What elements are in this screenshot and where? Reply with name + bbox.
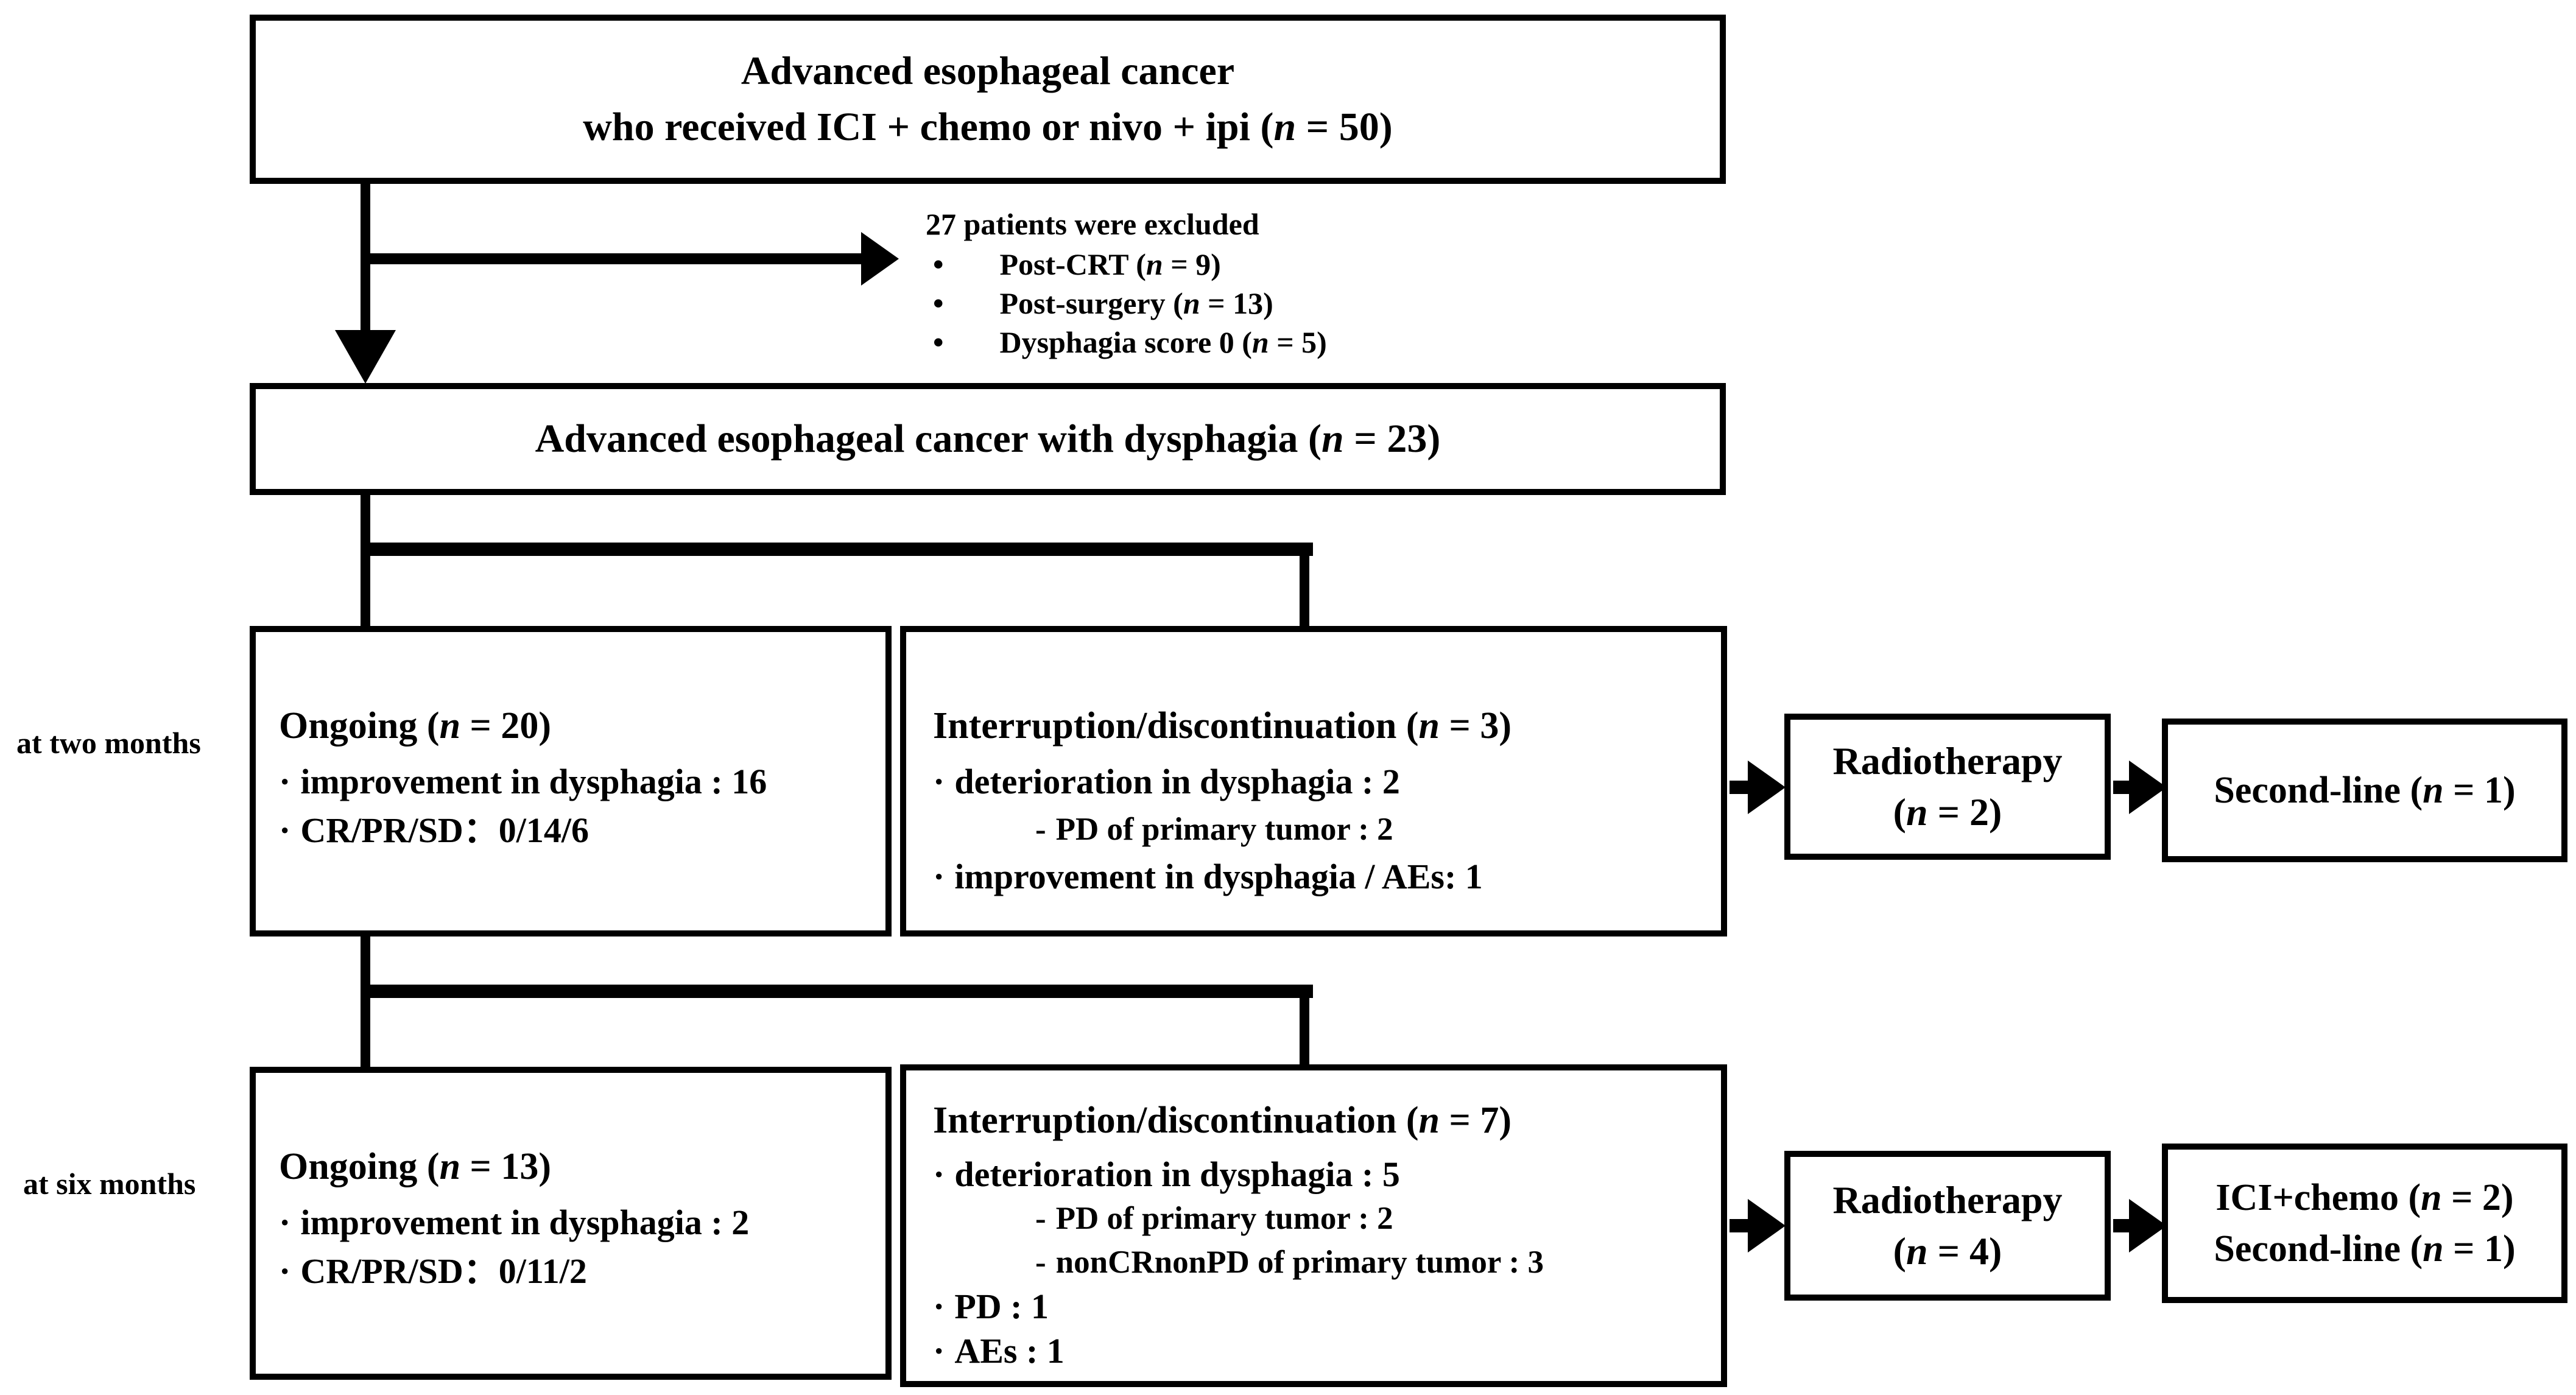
- connector-mid1-vertical: [361, 492, 370, 628]
- connector-mid2-vertical: [361, 934, 370, 1069]
- list-item-text: deterioration in dysphagia : 5: [954, 1154, 1400, 1194]
- enrollment-line2: who received ICI + chemo or nivo + ipi (…: [583, 105, 1393, 149]
- list-item-text: improvement in dysphagia : 2: [300, 1203, 750, 1242]
- ongoing-six-title: Ongoing (n = 13): [279, 1146, 552, 1187]
- dot-icon: ·: [279, 1203, 291, 1242]
- list-item-text: improvement in dysphagia / AEs: 1: [954, 857, 1483, 896]
- list-subitem-text: nonCRnonPD of primary tumor : 3: [1055, 1245, 1544, 1280]
- box-interruption-six-months: Interruption/discontinuation (n = 7) · d…: [900, 1064, 1727, 1387]
- list-item: · improvement in dysphagia : 2: [279, 1198, 871, 1247]
- excluded-heading: 27 patients were excluded: [926, 207, 1259, 241]
- box-radiotherapy-two-months: Radiotherapy (n = 2): [1784, 714, 2111, 860]
- list-subitem: - nonCRnonPD of primary tumor : 3: [933, 1240, 1709, 1284]
- radiotherapy-six-line1: Radiotherapy: [1832, 1178, 2063, 1221]
- dash-icon: -: [1035, 812, 1046, 847]
- box-second-line-two-months: Second-line (n = 1): [2162, 719, 2567, 862]
- box-radiotherapy-six-months: Radiotherapy (n = 4): [1784, 1151, 2111, 1301]
- dot-icon: ·: [933, 1287, 945, 1326]
- connector-branch2-horizontal: [361, 985, 1313, 998]
- dot-icon: ·: [279, 762, 291, 801]
- connector-branch1-horizontal: [361, 543, 1313, 556]
- list-subitem-text: PD of primary tumor : 2: [1055, 1201, 1393, 1236]
- box-ongoing-two-months: Ongoing (n = 20) · improvement in dyspha…: [250, 626, 892, 936]
- bullet-icon: •: [933, 325, 944, 359]
- bullet-icon: •: [933, 247, 944, 281]
- excluded-item-text: Post-surgery (n = 13): [999, 286, 1273, 320]
- list-subitem: - PD of primary tumor : 2: [933, 806, 1709, 852]
- bullet-icon: •: [933, 286, 944, 320]
- list-item-text: CR/PR/SD：0/14/6: [300, 810, 589, 850]
- excluded-item: • Post-CRT (n = 9): [926, 245, 1717, 284]
- dot-icon: ·: [279, 1251, 291, 1291]
- connector-branch1-drop: [1300, 543, 1309, 628]
- excluded-note: 27 patients were excluded • Post-CRT (n …: [926, 205, 1717, 362]
- list-item: · deterioration in dysphagia : 5: [933, 1152, 1709, 1196]
- list-item: · deterioration in dysphagia : 2: [933, 757, 1709, 806]
- list-item: · PD : 1: [933, 1284, 1709, 1329]
- dash-icon: -: [1035, 1201, 1046, 1236]
- arrowhead-right-icon: [1748, 1199, 1786, 1253]
- arrow-radio6-ici6-shaft: [2113, 1219, 2134, 1232]
- radiotherapy-two-line1: Radiotherapy: [1832, 739, 2063, 782]
- excluded-item-text: Post-CRT (n = 9): [999, 247, 1221, 281]
- list-item-text: PD : 1: [954, 1287, 1049, 1326]
- box-ongoing-six-months: Ongoing (n = 13) · improvement in dyspha…: [250, 1067, 892, 1380]
- list-item-text: deterioration in dysphagia : 2: [954, 762, 1400, 801]
- list-item: · AEs : 1: [933, 1329, 1709, 1373]
- interruption-two-title: Interruption/discontinuation (n = 3): [933, 705, 1511, 747]
- excluded-item: • Dysphagia score 0 (n = 5): [926, 323, 1717, 362]
- dot-icon: ·: [933, 1331, 945, 1371]
- label-at-six-months: at six months: [23, 1167, 196, 1201]
- box-ici-chemo-six-months: ICI+chemo (n = 2) Second-line (n = 1): [2162, 1144, 2567, 1303]
- box-dysphagia-cohort: Advanced esophageal cancer with dysphagi…: [250, 383, 1726, 495]
- connector-branch2-drop: [1300, 985, 1309, 1067]
- list-item-text: improvement in dysphagia : 16: [300, 762, 767, 801]
- list-item-text: AEs : 1: [954, 1331, 1065, 1371]
- list-subitem-text: PD of primary tumor : 2: [1055, 812, 1393, 847]
- arrowhead-right-icon: [2129, 761, 2167, 814]
- arrowhead-right-icon: [2129, 1199, 2167, 1253]
- box-enrollment: Advanced esophageal cancer who received …: [250, 15, 1726, 184]
- arrow-radio2-second2-shaft: [2113, 781, 2134, 794]
- ici-six-line1: ICI+chemo (n = 2): [2215, 1177, 2514, 1218]
- list-subitem: - PD of primary tumor : 2: [933, 1196, 1709, 1240]
- dot-icon: ·: [933, 1154, 945, 1194]
- dot-icon: ·: [933, 857, 945, 896]
- excluded-item-text: Dysphagia score 0 (n = 5): [999, 325, 1327, 359]
- list-item: · improvement in dysphagia / AEs: 1: [933, 852, 1709, 901]
- arrowhead-right-icon: [1748, 761, 1786, 814]
- radiotherapy-six-line2: (n = 4): [1893, 1229, 2002, 1273]
- dot-icon: ·: [279, 810, 291, 850]
- radiotherapy-two-line2: (n = 2): [1893, 790, 2002, 834]
- list-item-text: CR/PR/SD：0/11/2: [300, 1251, 587, 1291]
- label-at-two-months: at two months: [16, 726, 201, 760]
- arrowhead-down-icon: [335, 330, 396, 384]
- ici-six-line2: Second-line (n = 1): [2214, 1228, 2516, 1270]
- interruption-six-title: Interruption/discontinuation (n = 7): [933, 1100, 1511, 1141]
- dot-icon: ·: [933, 762, 945, 801]
- list-item: · CR/PR/SD：0/14/6: [279, 806, 871, 855]
- ongoing-two-title: Ongoing (n = 20): [279, 705, 552, 747]
- enrollment-line1: Advanced esophageal cancer: [741, 49, 1235, 93]
- excluded-item: • Post-surgery (n = 13): [926, 284, 1717, 323]
- box-interruption-two-months: Interruption/discontinuation (n = 3) · d…: [900, 626, 1727, 936]
- arrowhead-right-excluded-icon: [861, 232, 899, 286]
- list-item: · CR/PR/SD：0/11/2: [279, 1247, 871, 1296]
- list-item: · improvement in dysphagia : 16: [279, 757, 871, 806]
- dash-icon: -: [1035, 1245, 1046, 1280]
- dysphagia-line1: Advanced esophageal cancer with dysphagi…: [535, 416, 1441, 461]
- second-line-two-line1: Second-line (n = 1): [2214, 770, 2516, 811]
- connector-excluded-shaft: [365, 253, 865, 264]
